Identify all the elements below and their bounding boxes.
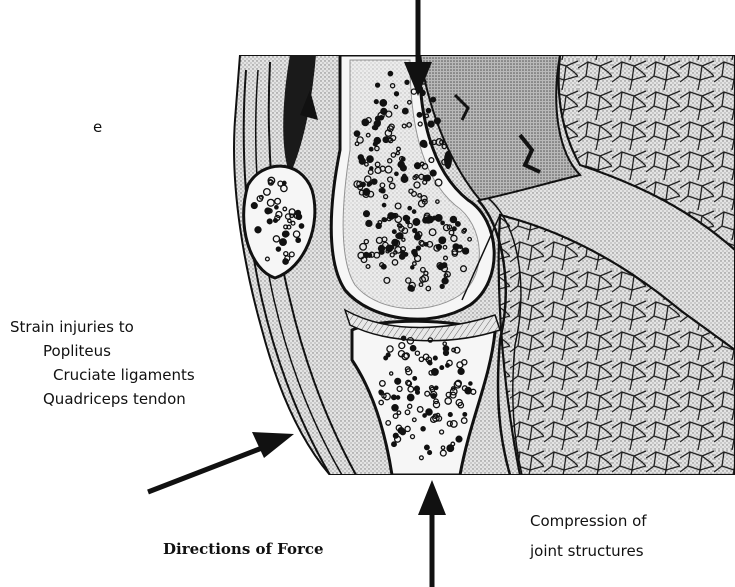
strain-item-cruciate: Cruciate ligaments (53, 366, 195, 384)
strain-heading: Strain injuries to (10, 318, 134, 336)
strain-item-quadriceps: Quadriceps tendon (43, 390, 186, 408)
anatomy-section (234, 55, 735, 475)
bottom-arrow-head (418, 480, 446, 515)
stray-letter: e (93, 118, 102, 136)
side-arrow-head (252, 432, 294, 458)
directions-caption: Directions of Force (163, 540, 324, 558)
strain-item-popliteus: Popliteus (43, 342, 111, 360)
compression-line-1: Compression of (530, 512, 647, 530)
compression-line-2: joint structures (530, 542, 644, 560)
side-arrow-shaft (148, 448, 262, 492)
